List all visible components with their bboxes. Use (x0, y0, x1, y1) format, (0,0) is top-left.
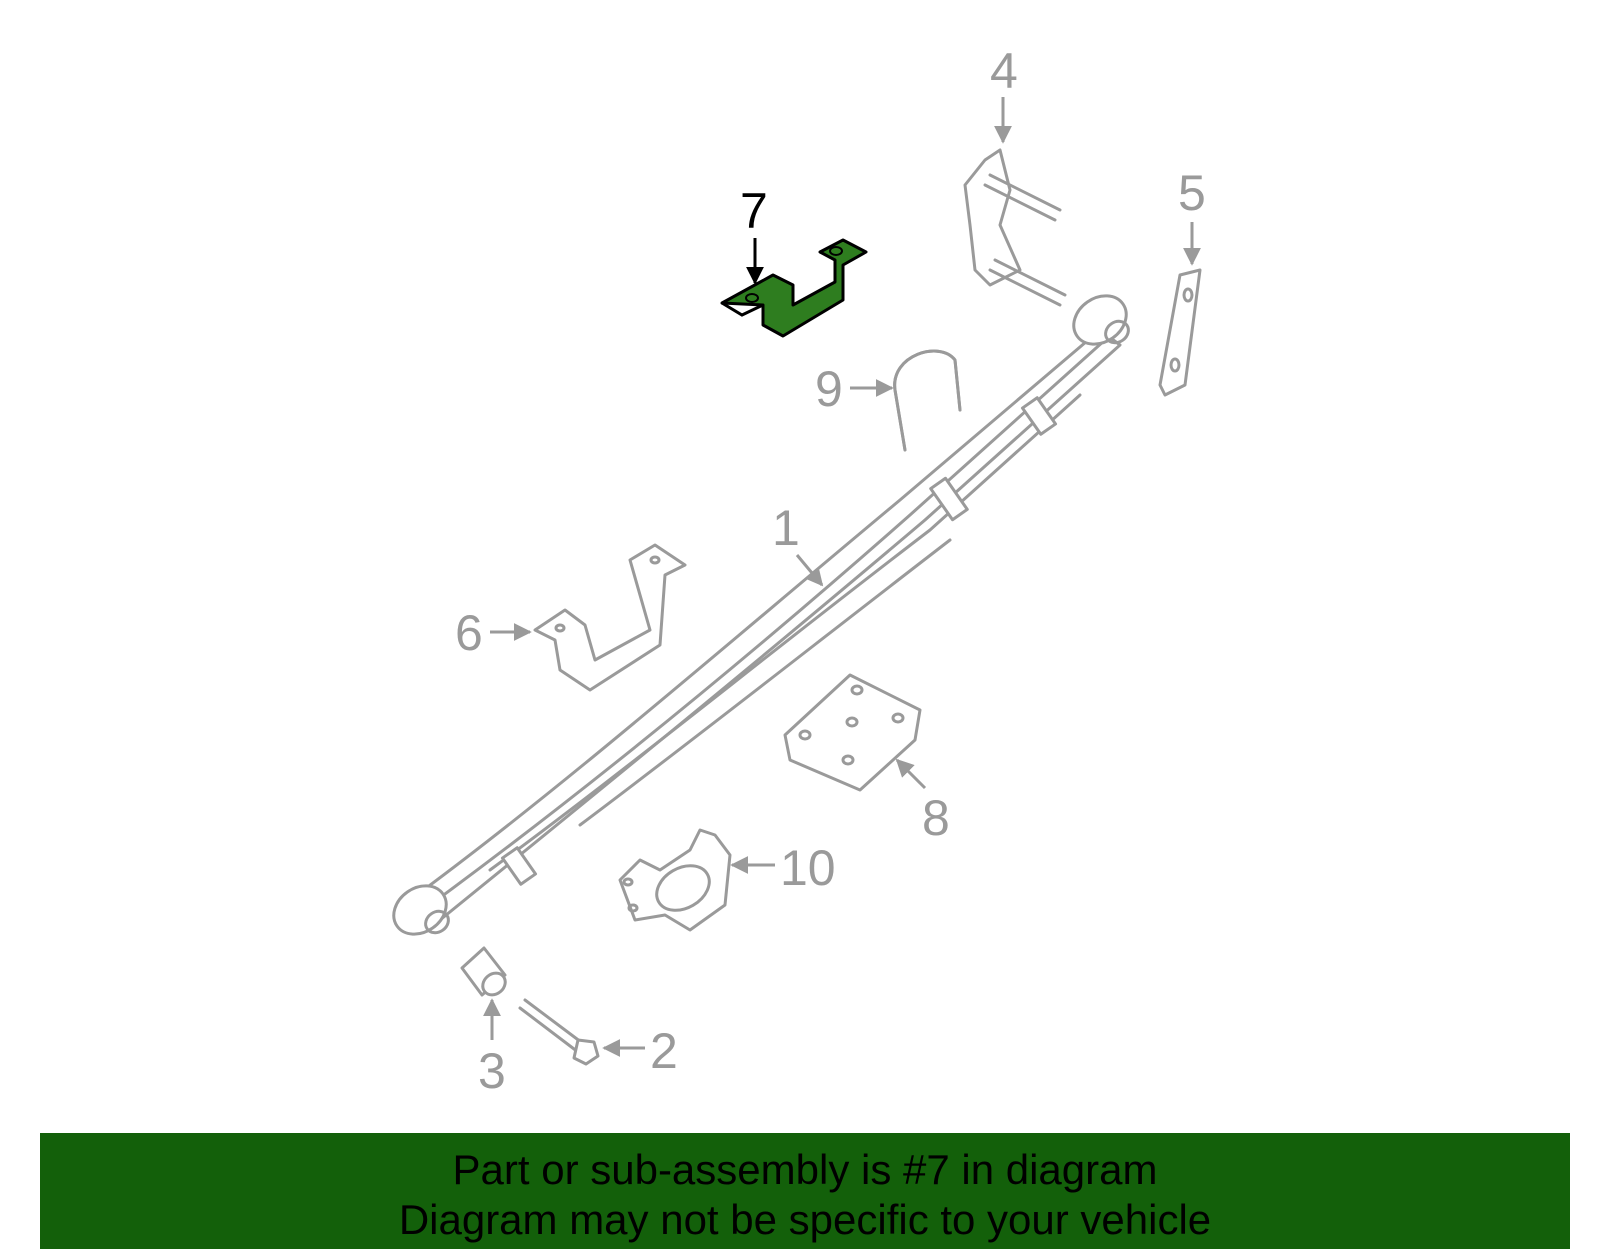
callout-5: 5 (1178, 165, 1206, 221)
bolt[interactable] (518, 998, 600, 1066)
callout-6: 6 (455, 605, 483, 661)
banner-line-2: Diagram may not be specific to your vehi… (398, 1196, 1212, 1243)
shackle[interactable] (963, 148, 1067, 307)
spacer-block-highlighted[interactable] (720, 238, 868, 338)
callout-4: 4 (990, 43, 1018, 99)
parts-diagram: 1 2 3 4 5 6 7 8 9 10 (384, 43, 1206, 1099)
callout-9: 9 (815, 361, 843, 417)
callout-1: 1 (772, 500, 800, 556)
leader-8 (895, 758, 927, 790)
callout-10: 10 (780, 840, 836, 896)
info-banner: Part or sub-assembly is #7 in diagram Di… (40, 1133, 1570, 1249)
bushing[interactable] (460, 946, 510, 999)
callout-2: 2 (650, 1023, 678, 1079)
banner-line-1: Part or sub-assembly is #7 in diagram (452, 1146, 1158, 1193)
leader-1 (795, 554, 824, 587)
u-bolt[interactable] (893, 349, 962, 452)
leaf-spring[interactable] (384, 286, 1135, 944)
callout-8: 8 (922, 790, 950, 846)
mounting-bracket[interactable] (533, 543, 687, 692)
callout-3: 3 (478, 1043, 506, 1099)
jounce-bumper[interactable] (618, 828, 732, 932)
spring-plate[interactable] (783, 673, 922, 792)
callout-7: 7 (740, 183, 768, 239)
shackle-plate[interactable] (1158, 268, 1202, 397)
